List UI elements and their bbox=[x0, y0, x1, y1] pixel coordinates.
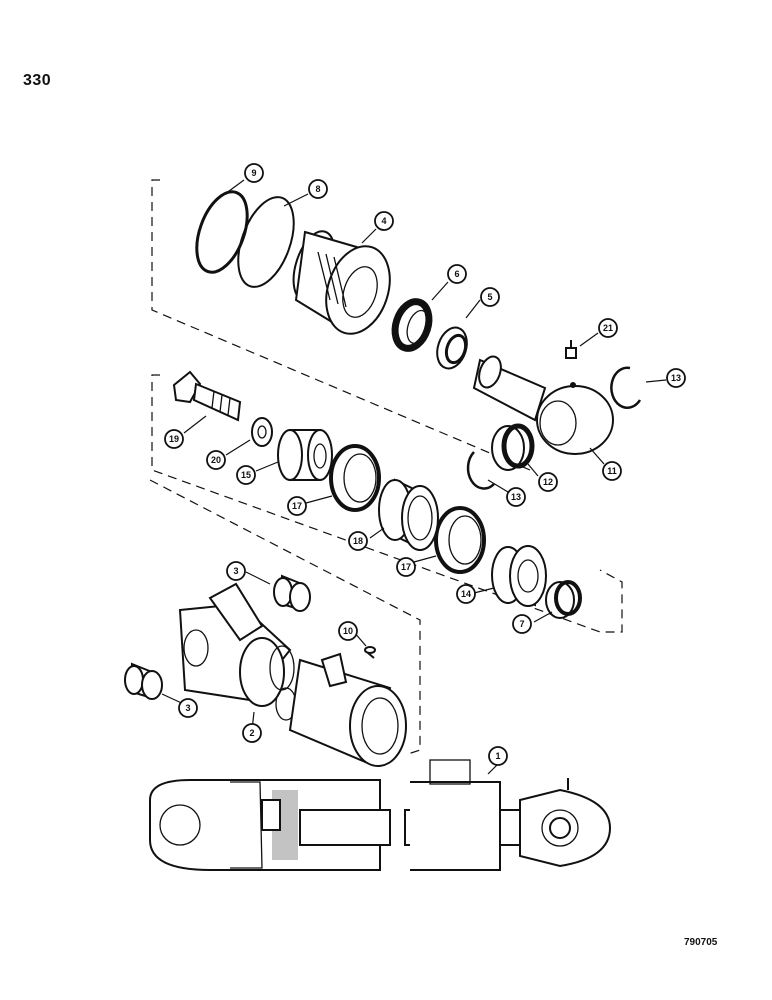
upper-group-outline bbox=[151, 179, 531, 471]
callout-7-label: 7 bbox=[519, 619, 524, 629]
bushing-3-upper bbox=[273, 574, 311, 612]
callout-8-label: 8 bbox=[315, 184, 320, 194]
callout-21: 21 bbox=[598, 318, 618, 338]
callout-14: 14 bbox=[456, 584, 476, 604]
assembled-cylinder-1 bbox=[149, 759, 612, 871]
callout-1: 1 bbox=[488, 746, 508, 766]
bushing-7 bbox=[545, 580, 582, 619]
callout-5: 5 bbox=[480, 287, 500, 307]
figure-code: 790705 bbox=[684, 937, 718, 948]
callout-13-lower-label: 13 bbox=[511, 492, 521, 502]
rod-seal-5 bbox=[436, 326, 468, 370]
callout-2-label: 2 bbox=[249, 728, 254, 738]
snap-ring-13-lower bbox=[466, 451, 495, 490]
callout-3-upper: 3 bbox=[226, 561, 246, 581]
grease-fitting-21 bbox=[565, 340, 577, 359]
callout-11-label: 11 bbox=[607, 466, 617, 476]
callout-9-label: 9 bbox=[251, 168, 256, 178]
callout-18-label: 18 bbox=[353, 536, 363, 546]
callout-12: 12 bbox=[538, 472, 558, 492]
o-ring-9 bbox=[195, 190, 249, 274]
callout-10-label: 10 bbox=[343, 626, 353, 636]
callout-21-label: 21 bbox=[603, 323, 613, 333]
piston-seal-17-upper bbox=[329, 444, 381, 512]
cylinder-tube-2 bbox=[178, 582, 407, 767]
callout-20: 20 bbox=[206, 450, 226, 470]
snap-ring-13-upper bbox=[610, 366, 642, 409]
bolt-19 bbox=[172, 370, 242, 422]
callout-10: 10 bbox=[338, 621, 358, 641]
callout-9: 9 bbox=[244, 163, 264, 183]
nut-14 bbox=[491, 545, 547, 607]
callout-6-label: 6 bbox=[454, 269, 459, 279]
callout-13-upper: 13 bbox=[666, 368, 686, 388]
callout-7: 7 bbox=[512, 614, 532, 634]
callout-20-label: 20 bbox=[211, 455, 221, 465]
wiper-seal-6 bbox=[391, 298, 433, 352]
callout-11: 11 bbox=[602, 461, 622, 481]
callout-13-upper-label: 13 bbox=[671, 373, 681, 383]
callout-18: 18 bbox=[348, 531, 368, 551]
lower-group-outline bbox=[149, 479, 421, 756]
callout-19-label: 19 bbox=[169, 434, 179, 444]
callout-17-lower: 17 bbox=[396, 557, 416, 577]
piston-seal-17-lower bbox=[434, 506, 486, 574]
middle-group-outline bbox=[151, 374, 623, 633]
callout-19: 19 bbox=[164, 429, 184, 449]
callout-5-label: 5 bbox=[487, 292, 492, 302]
callout-3-upper-label: 3 bbox=[233, 566, 238, 576]
callout-4: 4 bbox=[374, 211, 394, 231]
callout-15-label: 15 bbox=[241, 470, 251, 480]
bushing-3-lower bbox=[124, 662, 163, 700]
callout-3-lower-label: 3 bbox=[185, 703, 190, 713]
backup-ring-8 bbox=[237, 196, 295, 288]
page-number: 330 bbox=[23, 72, 52, 89]
piston-rod-11 bbox=[472, 355, 614, 455]
callout-17-upper: 17 bbox=[287, 496, 307, 516]
callout-4-label: 4 bbox=[381, 216, 386, 226]
nut-15 bbox=[277, 429, 333, 481]
callout-17-lower-label: 17 bbox=[401, 562, 411, 572]
callout-3-lower: 3 bbox=[178, 698, 198, 718]
piston-18 bbox=[378, 478, 439, 551]
callout-6: 6 bbox=[447, 264, 467, 284]
cylinder-head-4 bbox=[292, 230, 391, 335]
callout-8: 8 bbox=[308, 179, 328, 199]
bushing-12 bbox=[491, 423, 535, 471]
callout-15: 15 bbox=[236, 465, 256, 485]
callout-13-lower: 13 bbox=[506, 487, 526, 507]
screw-10 bbox=[364, 646, 376, 659]
callout-12-label: 12 bbox=[543, 477, 553, 487]
callout-17-upper-label: 17 bbox=[292, 501, 302, 511]
callout-2: 2 bbox=[242, 723, 262, 743]
washer-20 bbox=[251, 417, 273, 447]
callout-14-label: 14 bbox=[461, 589, 471, 599]
callout-1-label: 1 bbox=[495, 751, 500, 761]
